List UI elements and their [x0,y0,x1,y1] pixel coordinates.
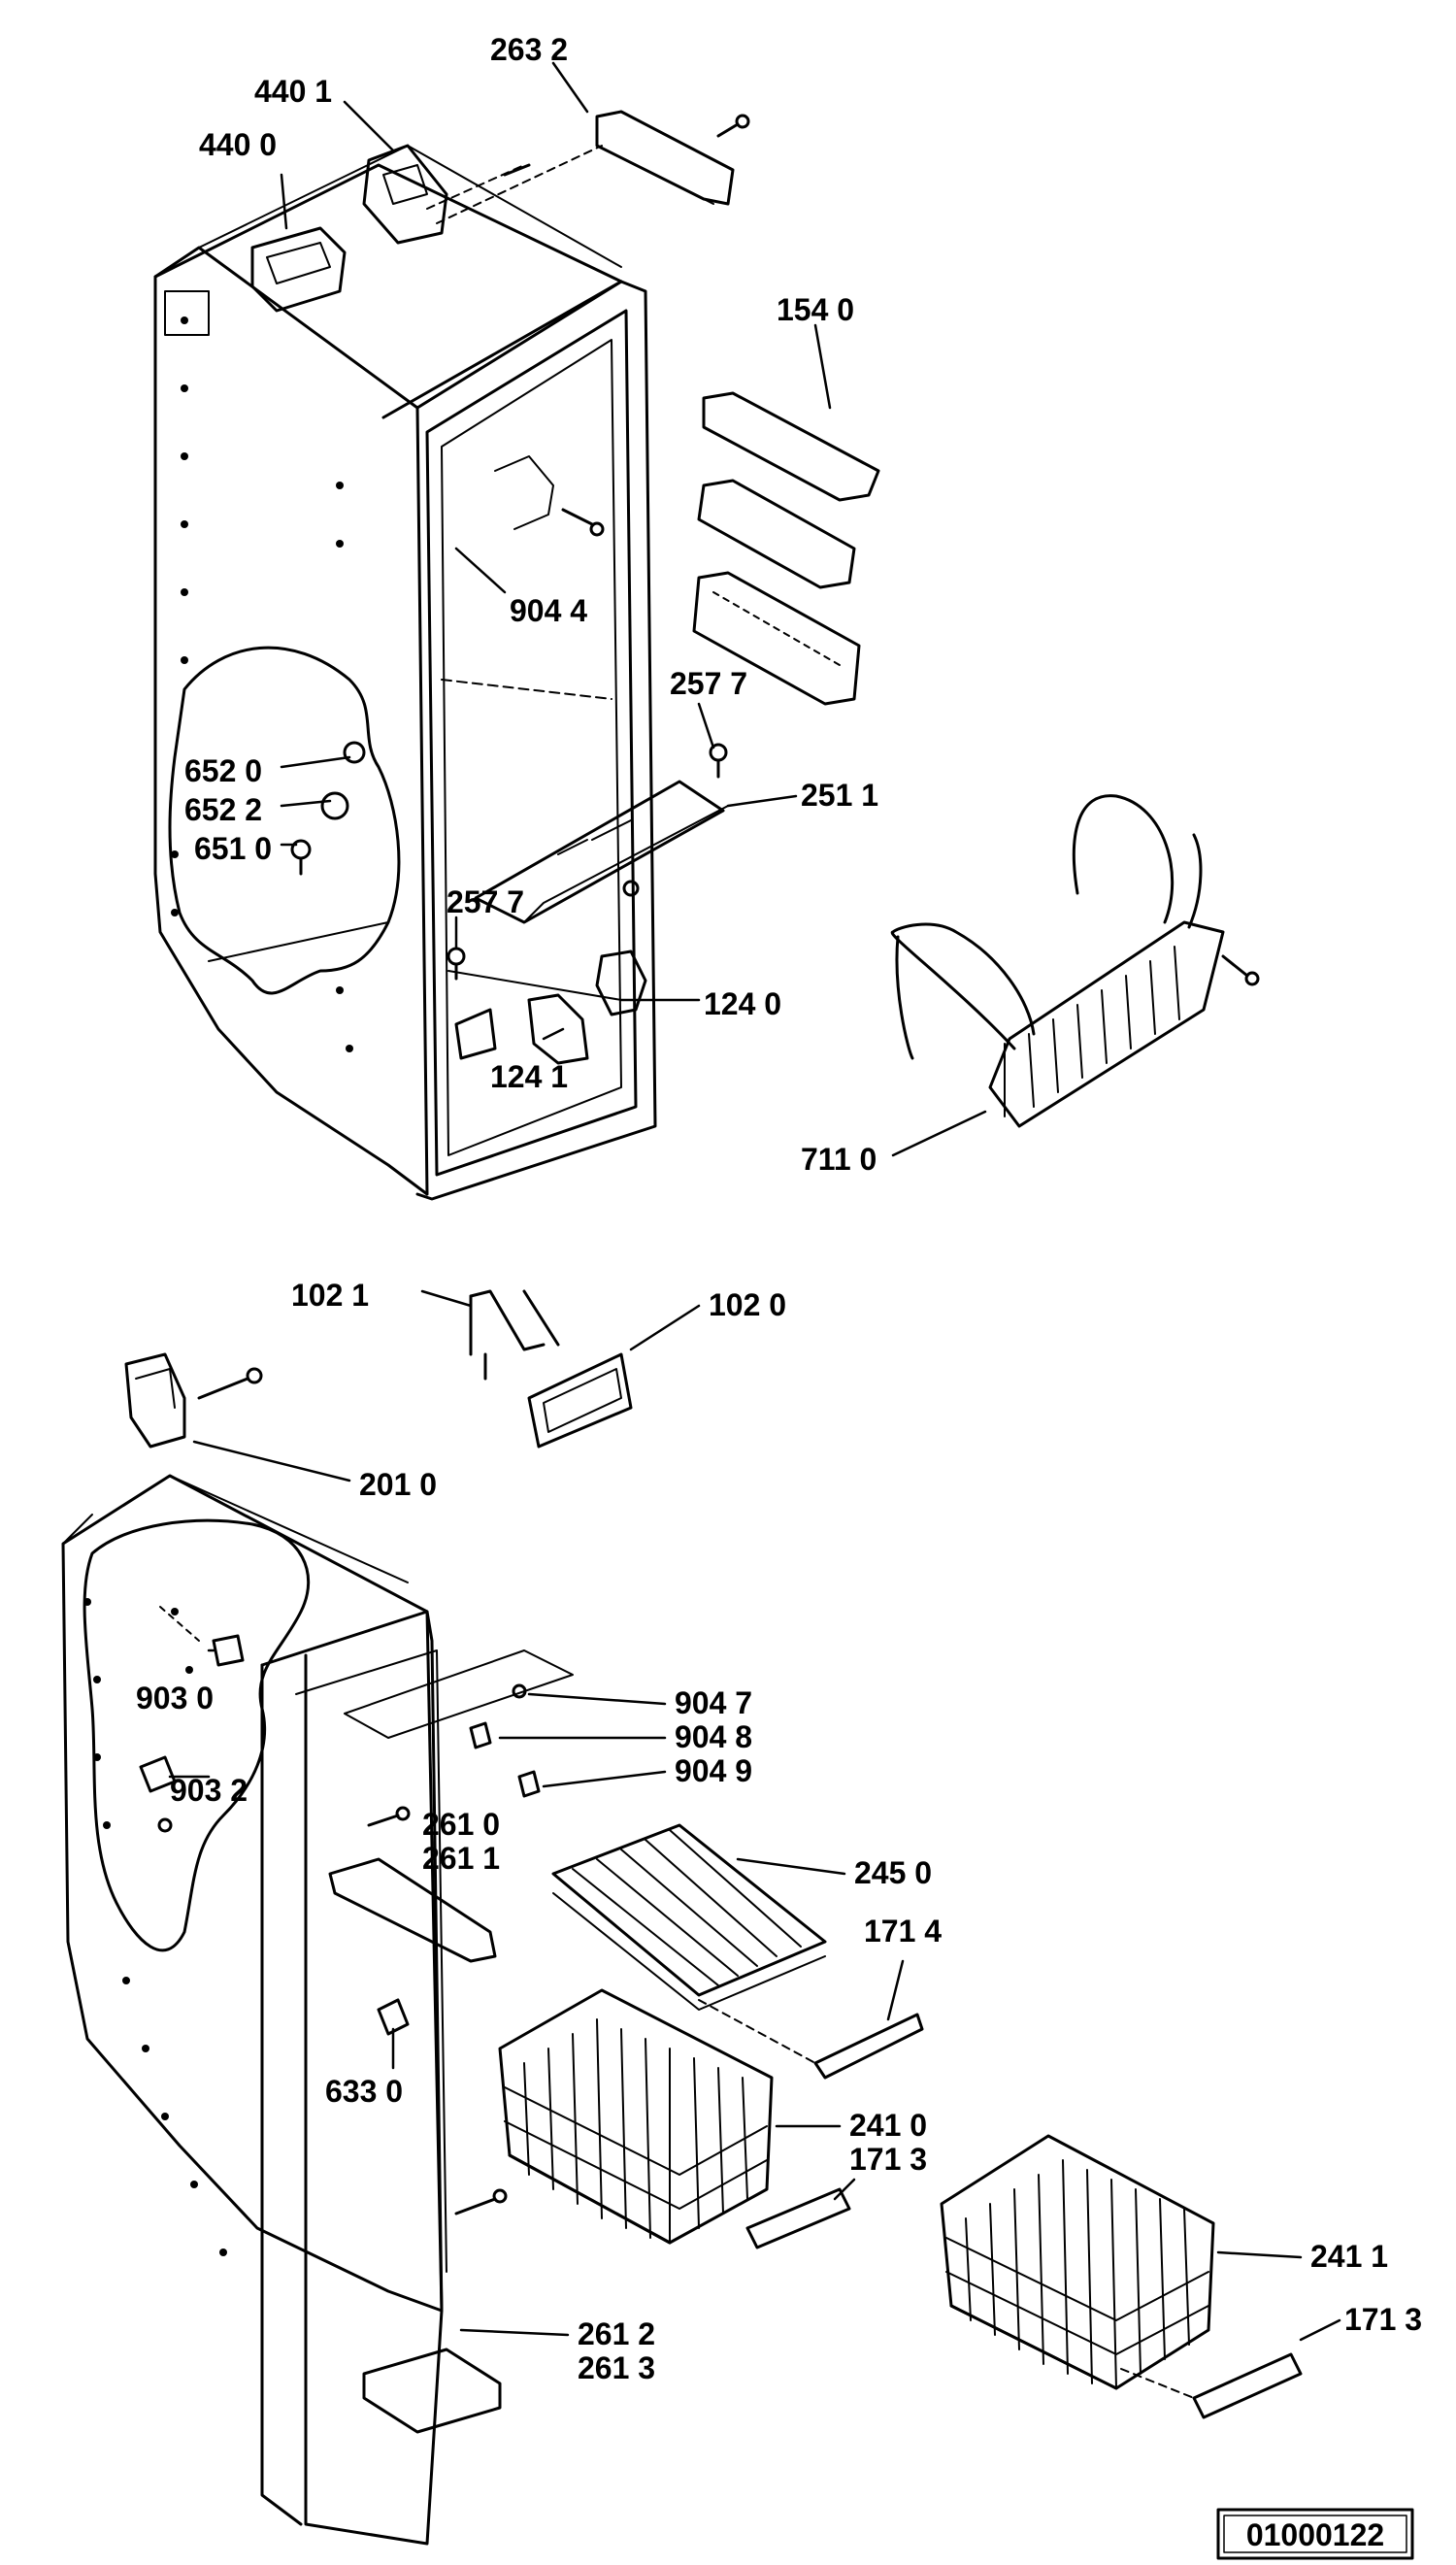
label-201-0: 201 0 [359,1467,437,1502]
label-904-4: 904 4 [510,593,587,628]
part-261-2-trim [362,2188,508,2434]
lower-cabinet [61,1474,447,2546]
part-201-0-hinge [124,1352,263,1449]
upper-cabinet [153,145,657,1201]
label-652-0: 652 0 [184,753,262,788]
label-171-4: 171 4 [864,1914,942,1949]
part-245-0-shelf [551,1823,827,2011]
label-261-3: 261 3 [578,2350,655,2385]
label-261-1: 261 1 [422,1841,500,1876]
label-904-8: 904 8 [675,1719,752,1754]
part-440-bracket [250,144,531,313]
label-241-0: 241 0 [849,2108,927,2143]
part-251-1-cover [474,780,729,924]
part-633-0 [377,1998,410,2036]
part-labels: 263 2 440 1 440 0 154 0 904 4 257 7 251 … [136,32,1422,2385]
drawing-code: 01000122 [1246,2517,1384,2552]
label-633-0: 633 0 [325,2074,403,2109]
label-652-2: 652 2 [184,792,262,827]
label-711-0: 711 0 [801,1142,877,1177]
part-124-brackets [454,949,647,1065]
label-171-3-b: 171 3 [1344,2302,1422,2337]
label-261-0: 261 0 [422,1807,500,1842]
leader-lines [168,61,1341,2342]
part-154-0-stack [692,391,880,706]
part-903 [139,1606,245,1833]
part-241-1-basket [940,2134,1215,2390]
label-102-0: 102 0 [709,1287,786,1322]
label-903-0: 903 0 [136,1681,214,1716]
part-711-0-rack [890,794,1260,1128]
part-241-0-basket [498,1988,774,2245]
label-241-1: 241 1 [1310,2239,1388,2274]
label-904-9: 904 9 [675,1753,752,1788]
label-124-1: 124 1 [490,1059,568,1094]
part-171-3-trims [745,2187,1303,2419]
label-904-7: 904 7 [675,1685,752,1720]
upper-screws [447,455,728,981]
drawing-code-box: 01000122 [1216,2508,1414,2560]
label-102-1: 102 1 [291,1278,369,1313]
part-652-651 [290,741,366,876]
label-440-0: 440 0 [199,127,277,162]
part-261-0-rail [328,1806,497,1963]
label-154-0: 154 0 [777,292,854,327]
label-245-0: 245 0 [854,1855,932,1890]
label-171-3-a: 171 3 [849,2142,927,2177]
label-903-2: 903 2 [170,1773,248,1808]
label-257-7-b: 257 7 [447,884,524,919]
part-263-2-rail [436,110,750,224]
label-263-2: 263 2 [490,32,568,67]
part-171-4-trim [698,1999,924,2080]
part-102 [469,1289,633,1449]
label-440-1: 440 1 [254,74,332,109]
part-904-series [344,1649,574,1798]
label-124-0: 124 0 [704,986,781,1021]
label-261-2: 261 2 [578,2316,655,2351]
label-257-7-a: 257 7 [670,666,747,701]
label-651-0: 651 0 [194,831,272,866]
label-251-1: 251 1 [801,778,878,813]
